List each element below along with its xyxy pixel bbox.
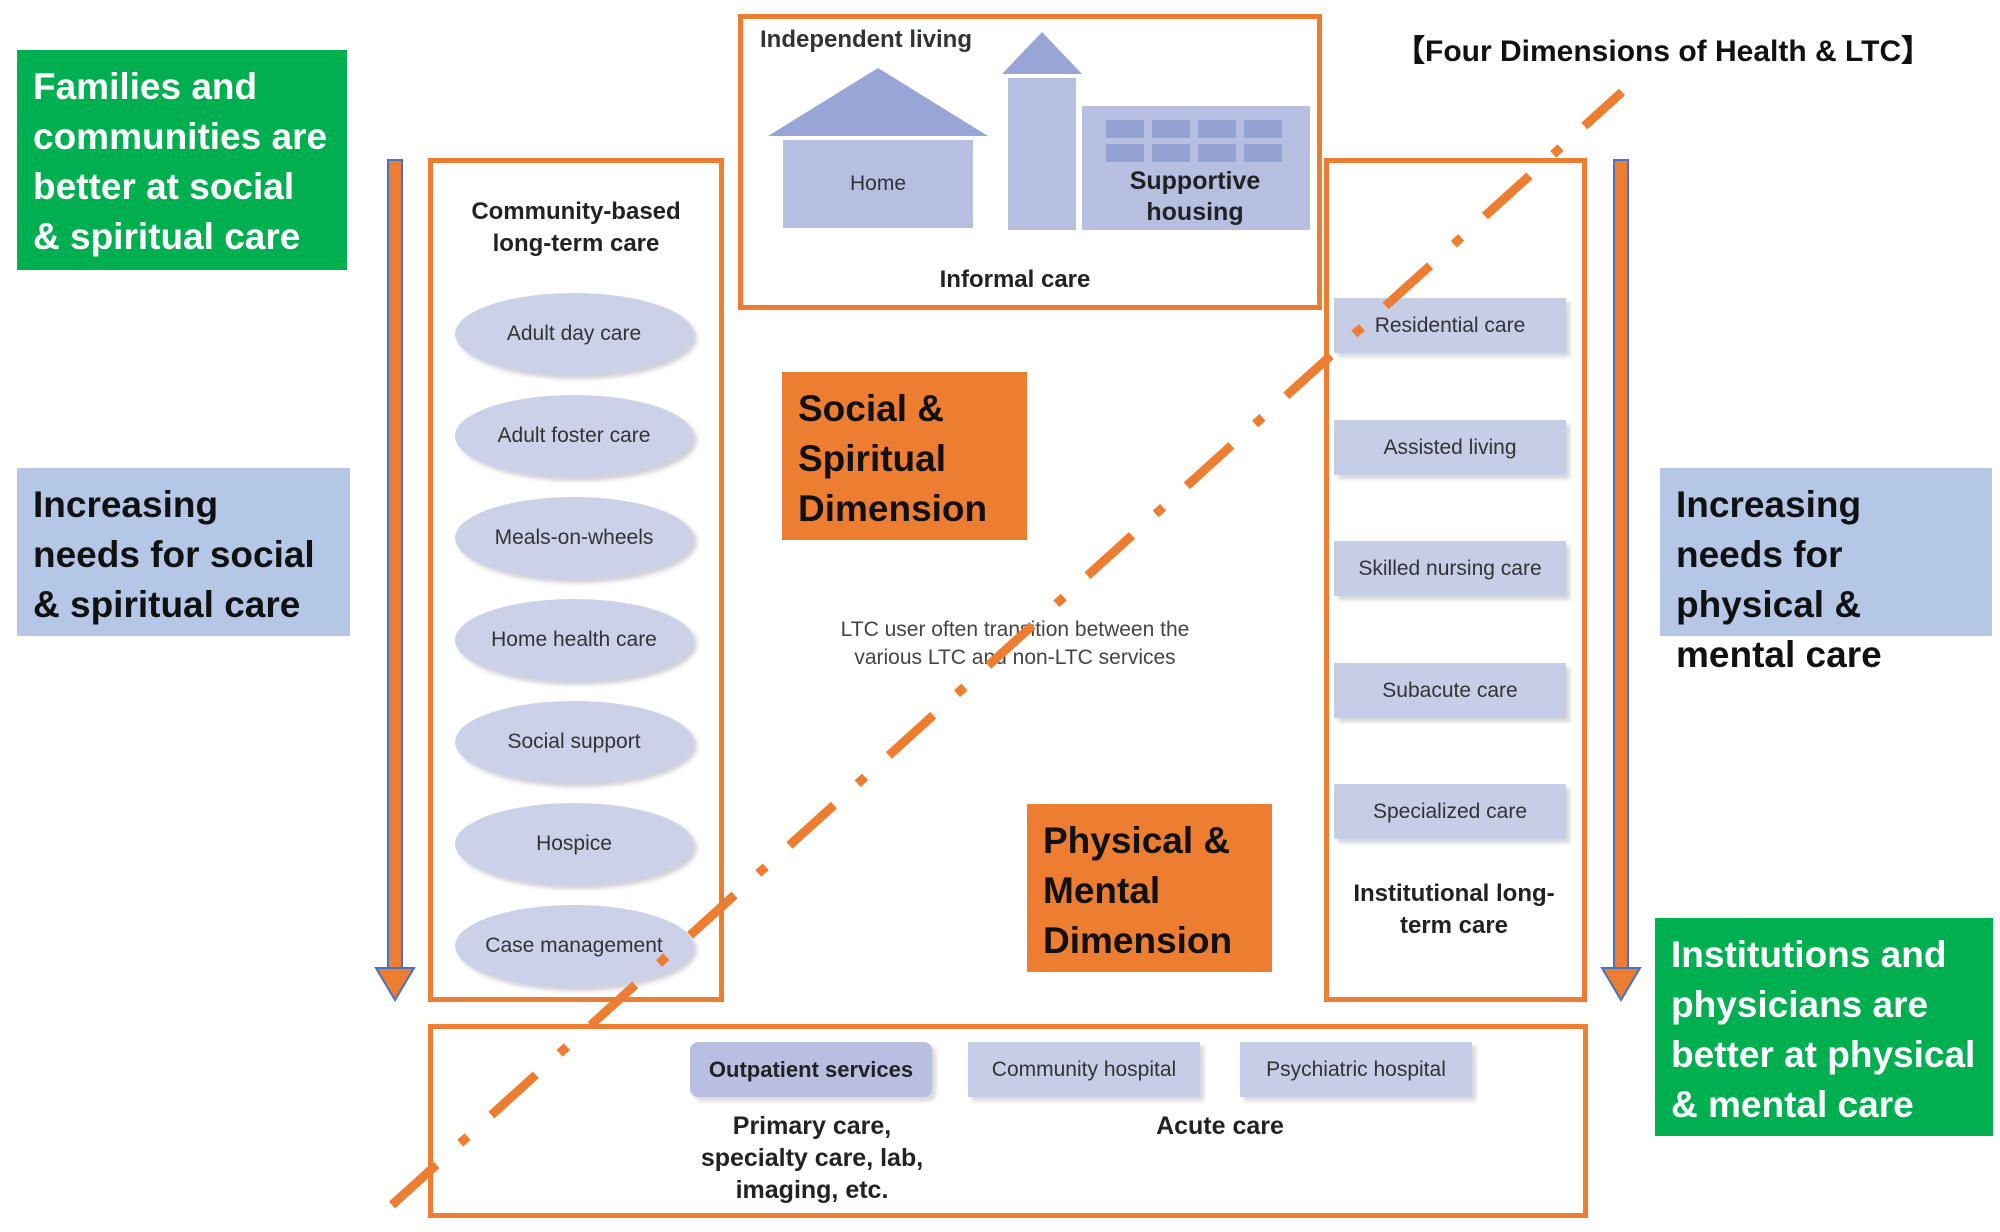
institutional-item: Subacute care — [1334, 663, 1566, 718]
physical-dimension-text: Physical & Mental Dimension — [1043, 820, 1233, 961]
tower-shape — [1008, 78, 1076, 230]
community-item: Social support — [455, 701, 693, 783]
transition-note: LTC user often transition between the va… — [840, 618, 1190, 669]
building-windows-icon — [1106, 120, 1282, 162]
community-item-label: Home health care — [491, 628, 657, 651]
institutional-item-label: Subacute care — [1382, 678, 1518, 702]
house-roof-icon — [768, 68, 988, 136]
informal-care-label: Informal care — [939, 266, 1091, 293]
supportive-housing-label: Supportive housing — [1129, 167, 1261, 226]
physical-dimension-box: Physical & Mental Dimension — [1027, 804, 1272, 972]
independent-living-title: Independent living — [760, 26, 973, 53]
primary-care-label: Primary care, specialty care, lab, imagi… — [700, 1112, 924, 1204]
community-item-label: Case management — [485, 934, 663, 957]
community-item: Adult foster care — [455, 395, 693, 477]
community-item: Hospice — [455, 803, 693, 885]
community-item: Meals-on-wheels — [455, 497, 693, 579]
outpatient-services: Outpatient services — [690, 1042, 932, 1097]
families-label: Families and communities are better at s… — [17, 50, 347, 270]
institutional-care-heading: Institutional long-term care — [1353, 880, 1555, 939]
right-down-arrow — [1600, 159, 1642, 1002]
acute-care-label: Acute care — [1156, 1112, 1284, 1140]
institutional-item-label: Assisted living — [1383, 435, 1517, 459]
home-label: Home — [849, 172, 907, 195]
social-needs-label-text: Increasing needs for social & spiritual … — [33, 484, 315, 625]
institutions-label-text: Institutions and physicians are better a… — [1671, 934, 1976, 1125]
community-item-label: Hospice — [536, 832, 612, 855]
social-dimension-text: Social & Spiritual Dimension — [798, 388, 988, 529]
diagram-title: 【Four Dimensions of Health & LTC】 — [1395, 35, 1932, 68]
physical-needs-label-text: Increasing needs for physical & mental c… — [1676, 484, 1882, 675]
institutional-item: Skilled nursing care — [1334, 541, 1566, 596]
community-item: Home health care — [455, 599, 693, 681]
institutional-item: Assisted living — [1334, 420, 1566, 475]
social-needs-label: Increasing needs for social & spiritual … — [17, 468, 350, 636]
community-item: Case management — [455, 905, 693, 987]
community-item-label: Adult foster care — [497, 424, 651, 447]
community-care-heading: Community-based long-term care — [471, 198, 681, 257]
community-item-label: Adult day care — [506, 322, 642, 345]
institutional-item: Residential care — [1334, 298, 1566, 353]
community-item-label: Social support — [507, 730, 641, 753]
psychiatric-hospital: Psychiatric hospital — [1240, 1042, 1472, 1097]
institutional-item-label: Residential care — [1374, 313, 1526, 337]
physical-needs-label: Increasing needs for physical & mental c… — [1660, 468, 1992, 675]
community-hospital-label: Community hospital — [991, 1057, 1177, 1081]
institutional-item-label: Skilled nursing care — [1358, 556, 1542, 580]
institutional-item-label: Specialized care — [1372, 799, 1528, 823]
outpatient-services-label: Outpatient services — [708, 1056, 914, 1082]
institutional-item: Specialized care — [1334, 784, 1566, 839]
families-label-text: Families and communities are better at s… — [33, 66, 328, 257]
social-dimension-box: Social & Spiritual Dimension — [782, 372, 1027, 540]
tower-roof-icon — [1002, 32, 1082, 74]
psychiatric-hospital-label: Psychiatric hospital — [1266, 1057, 1446, 1081]
community-item: Adult day care — [455, 293, 693, 375]
community-hospital: Community hospital — [968, 1042, 1200, 1097]
home-shape: Home — [783, 140, 973, 228]
left-down-arrow — [374, 159, 416, 1002]
community-item-label: Meals-on-wheels — [494, 526, 654, 549]
institutions-label: Institutions and physicians are better a… — [1655, 918, 1993, 1136]
